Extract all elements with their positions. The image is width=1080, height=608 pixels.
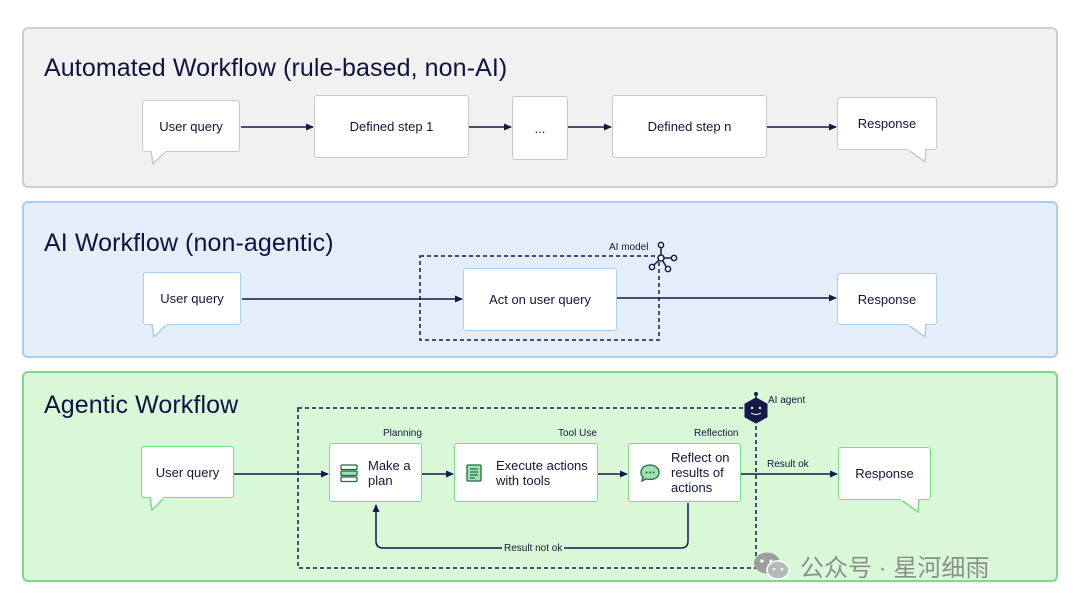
hexagon-agent-icon [744, 392, 768, 424]
speech-bubble-icon [906, 149, 927, 163]
planning-label: Planning [383, 428, 422, 439]
document-list-icon [466, 463, 482, 482]
reflect-text: Reflect on results of actions [671, 450, 730, 495]
user-query-bubble: User query [141, 446, 234, 498]
make-a-plan-box: Make a plan [329, 443, 422, 502]
network-node-icon [648, 241, 678, 273]
reflection-label: Reflection [694, 428, 739, 439]
defined-step-n-box: Defined step n [612, 95, 767, 158]
result-not-ok-label: Result not ok [502, 543, 565, 554]
user-query-bubble: User query [143, 272, 241, 325]
tool-use-label: Tool Use [558, 428, 597, 439]
make-a-plan-text: Make a plan [368, 457, 411, 488]
arrow-result-not-ok-loop [372, 503, 689, 549]
agentic-workflow-title: Agentic Workflow [44, 391, 239, 419]
reflect-box: Reflect on results of actions [628, 443, 741, 502]
user-query-bubble: User query [142, 100, 240, 152]
speech-bubble-icon [150, 151, 167, 165]
automated-workflow-title: Automated Workflow (rule-based, non-AI) [44, 54, 508, 82]
execute-actions-text: Execute actions with tools [496, 457, 588, 488]
ellipsis-box: ... [512, 96, 568, 160]
act-on-user-query-box: Act on user query [463, 268, 617, 331]
ai-model-label: AI model [609, 242, 649, 253]
speech-bubble-icon [151, 324, 168, 338]
speech-bubble-icon [906, 324, 927, 338]
result-ok-label: Result ok [767, 459, 809, 470]
ai-agent-dashed-boundary [297, 407, 757, 569]
response-bubble: Response [837, 273, 937, 325]
ai-agent-label: AI agent [768, 395, 806, 406]
watermark: 公众号 · 星河细雨 [752, 548, 989, 583]
speech-bubble-icon [899, 499, 920, 513]
ai-workflow-title: AI Workflow (non-agentic) [44, 229, 334, 257]
watermark-text: 公众号 · 星河细雨 [800, 555, 990, 582]
chat-bubble-icon [640, 463, 660, 482]
response-bubble: Response [838, 447, 931, 500]
defined-step-1-box: Defined step 1 [314, 95, 469, 158]
execute-actions-box: Execute actions with tools [454, 443, 598, 502]
ai-model-dashed-boundary [419, 255, 660, 341]
wechat-icon [754, 552, 790, 580]
response-bubble: Response [837, 97, 937, 150]
database-stack-icon [340, 463, 358, 482]
speech-bubble-icon [149, 497, 166, 511]
